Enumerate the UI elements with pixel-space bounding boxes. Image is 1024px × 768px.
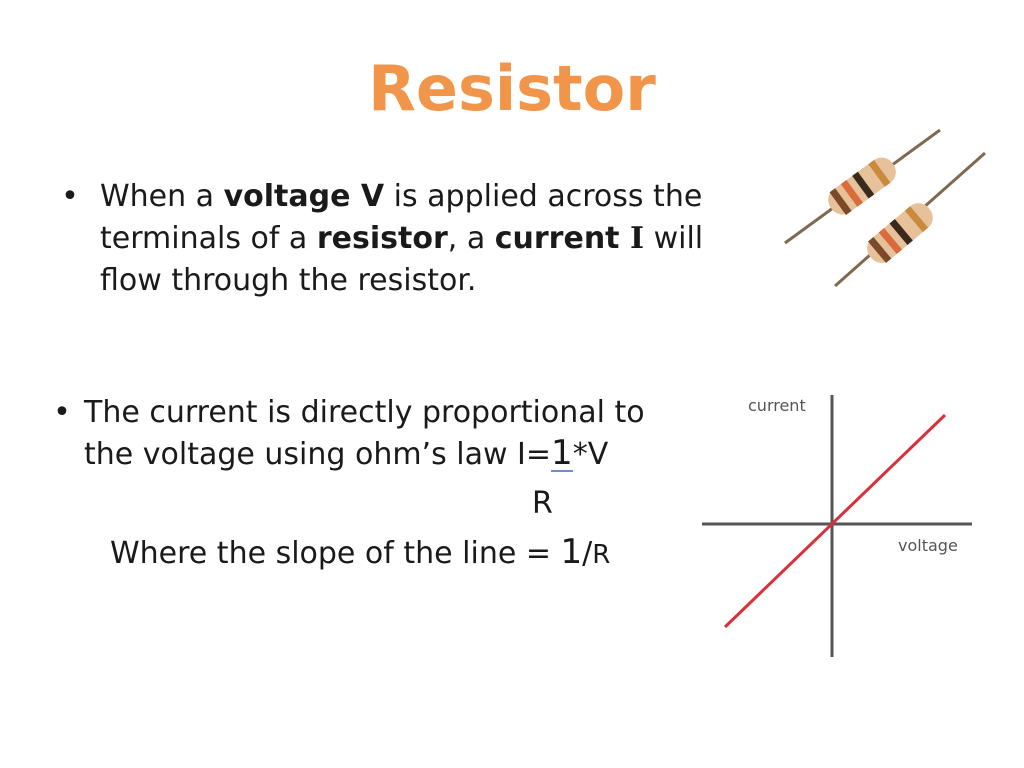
text-segment: When a (100, 179, 224, 214)
text-segment: The current is directly proportional to … (84, 395, 645, 472)
resistor-lower (834, 151, 986, 288)
iv-line (723, 413, 947, 629)
bullet-dot: • (61, 179, 79, 214)
voltage-term: voltage V (223, 179, 385, 214)
iv-graph: current voltage (702, 395, 972, 657)
slope-statement: Where the slope of the line = 1/R (110, 532, 610, 572)
slide-title: Resistor (368, 52, 656, 125)
bullet-ohms-law: • The current is directly proportional t… (53, 392, 674, 476)
resistor-upper (784, 128, 941, 245)
fraction-numerator: 1 (551, 433, 573, 473)
text-segment: *V (572, 437, 609, 472)
slope-numerator: 1 (560, 532, 583, 572)
bullet-resistor-definition: • When a voltage V is applied across the… (61, 176, 740, 302)
resistor-image (784, 128, 986, 288)
current-symbol: I (629, 221, 645, 256)
text-segment: , a (447, 221, 495, 256)
slope-slash: / (582, 536, 593, 571)
text-segment: will flow through the resistor. (100, 221, 704, 298)
text-segment: is applied across the terminals of a (100, 179, 703, 256)
slope-denominator: R (592, 540, 611, 570)
x-axis-label: voltage (898, 536, 958, 555)
y-axis-label: current (748, 396, 806, 415)
bullet-dot: • (53, 395, 71, 430)
fraction-denominator: R (532, 486, 553, 521)
resistor-term: resistor (316, 221, 448, 256)
current-term: current (494, 221, 630, 256)
text-segment: Where the slope of the line = (110, 536, 561, 571)
